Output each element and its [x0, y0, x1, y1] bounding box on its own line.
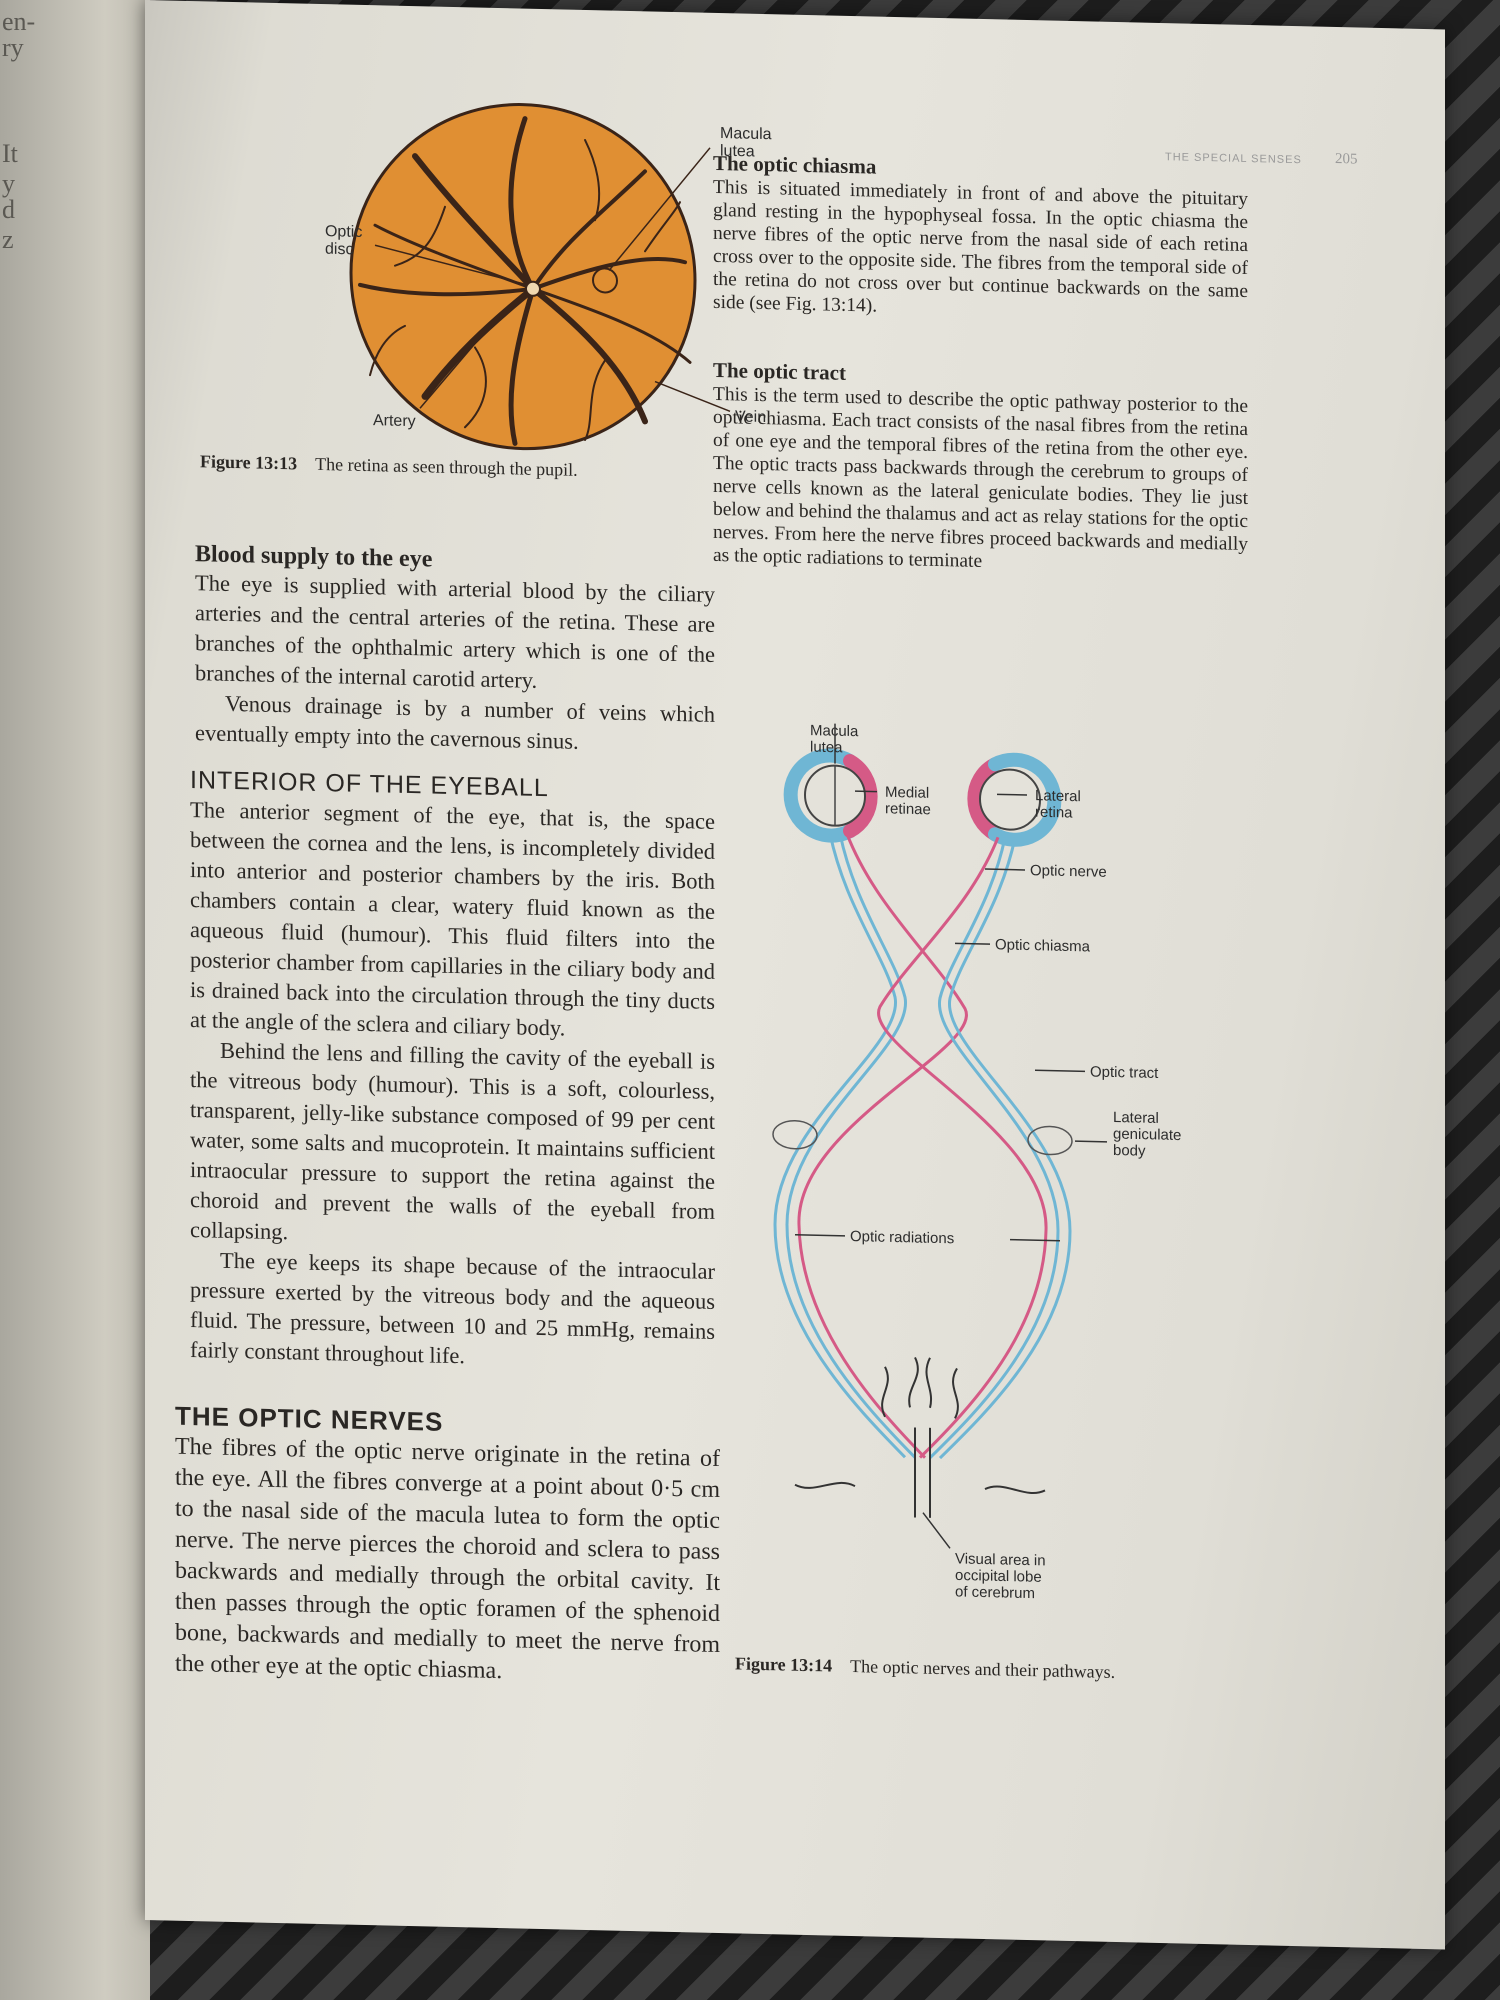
macula-shape	[592, 267, 618, 294]
paragraph: Venous drainage is by a number of veins …	[195, 690, 715, 754]
book-page: THE SPECIAL SENSES 205	[145, 0, 1445, 1950]
optic-disc-shape	[525, 280, 541, 297]
figure-number: Figure 13:13	[200, 451, 298, 474]
optic-chiasma-label: Optic chiasma	[995, 936, 1091, 955]
figure-optic-pathways: Maculalutea Medialretinae Lateralretina …	[772, 722, 1181, 1602]
previous-page-edge: en- ry It y d z	[0, 0, 150, 2000]
prev-page-text: y	[2, 169, 15, 198]
lateral-retina-label: Lateralretina	[1035, 787, 1081, 822]
geniculate-bodies	[772, 1119, 1073, 1156]
optic-nerves-section: THE OPTIC NERVES The fibres of the optic…	[175, 1401, 720, 1692]
paragraph: The eye is supplied with arterial blood …	[195, 570, 715, 693]
optic-nerve-label: Optic nerve	[1030, 862, 1107, 881]
interior-section: INTERIOR OF THE EYEBALL The anterior seg…	[190, 766, 715, 1377]
nerve-fibres	[773, 833, 1072, 1460]
prev-page-text: ry	[2, 33, 24, 62]
figure-retina: Maculalutea Opticdisc Vein Artery	[325, 103, 772, 451]
retina-leaders	[374, 147, 731, 412]
optic-chiasma-section: The optic chiasma This is situated immed…	[713, 151, 1248, 326]
left-eye-medial-retina	[843, 753, 878, 839]
paragraph: This is situated immediately in front of…	[713, 176, 1248, 317]
prev-page-text: d	[2, 195, 15, 224]
pathway-leaders	[795, 723, 1107, 1549]
paragraph: Behind the lens and filling the cavity o…	[190, 1037, 715, 1245]
paragraph: The fibres of the optic nerve originate …	[175, 1433, 720, 1685]
prev-page-text: en-	[2, 7, 36, 36]
blood-supply-section: Blood supply to the eye The eye is suppl…	[195, 541, 715, 760]
figure-number: Figure 13:14	[735, 1653, 833, 1676]
lateral-geniculate-label: Lateralgeniculatebody	[1113, 1109, 1181, 1161]
optic-tract-section: The optic tract This is the term used to…	[713, 358, 1248, 579]
macula-lutea-label: Maculalutea	[720, 125, 772, 161]
page-number: 205	[1335, 151, 1358, 168]
paragraph: The eye keeps its shape because of the i…	[190, 1247, 715, 1369]
right-eye-medial-retina	[967, 757, 1002, 842]
occipital-cortex	[794, 1357, 1046, 1518]
left-eye-lateral-retina	[783, 748, 857, 843]
optic-disc-label: Opticdisc	[325, 223, 362, 258]
optic-tract-label: Optic tract	[1090, 1063, 1159, 1082]
paragraph: This is the term used to describe the op…	[713, 383, 1248, 572]
macula-lutea-label: Maculalutea	[810, 722, 859, 757]
prev-page-text: z	[2, 225, 14, 254]
eyeballs	[783, 748, 1062, 847]
vein-label: Vein	[735, 408, 766, 426]
paragraph: The anterior segment of the eye, that is…	[190, 797, 715, 1041]
optic-radiations-label: Optic radiations	[850, 1228, 954, 1247]
prev-page-text: It	[2, 139, 18, 168]
figure-caption-text: The optic nerves and their pathways.	[850, 1656, 1116, 1683]
figure-13-14-caption: Figure 13:14 The optic nerves and their p…	[735, 1653, 1115, 1683]
right-eye-lateral-retina	[988, 752, 1062, 847]
artery-label: Artery	[373, 412, 416, 430]
medial-retinae-label: Medialretinae	[885, 784, 931, 819]
right-eyeball	[979, 768, 1041, 831]
retinal-vessels	[358, 116, 692, 446]
visual-area-label: Visual area inoccipital lobeof cerebrum	[955, 1550, 1046, 1602]
